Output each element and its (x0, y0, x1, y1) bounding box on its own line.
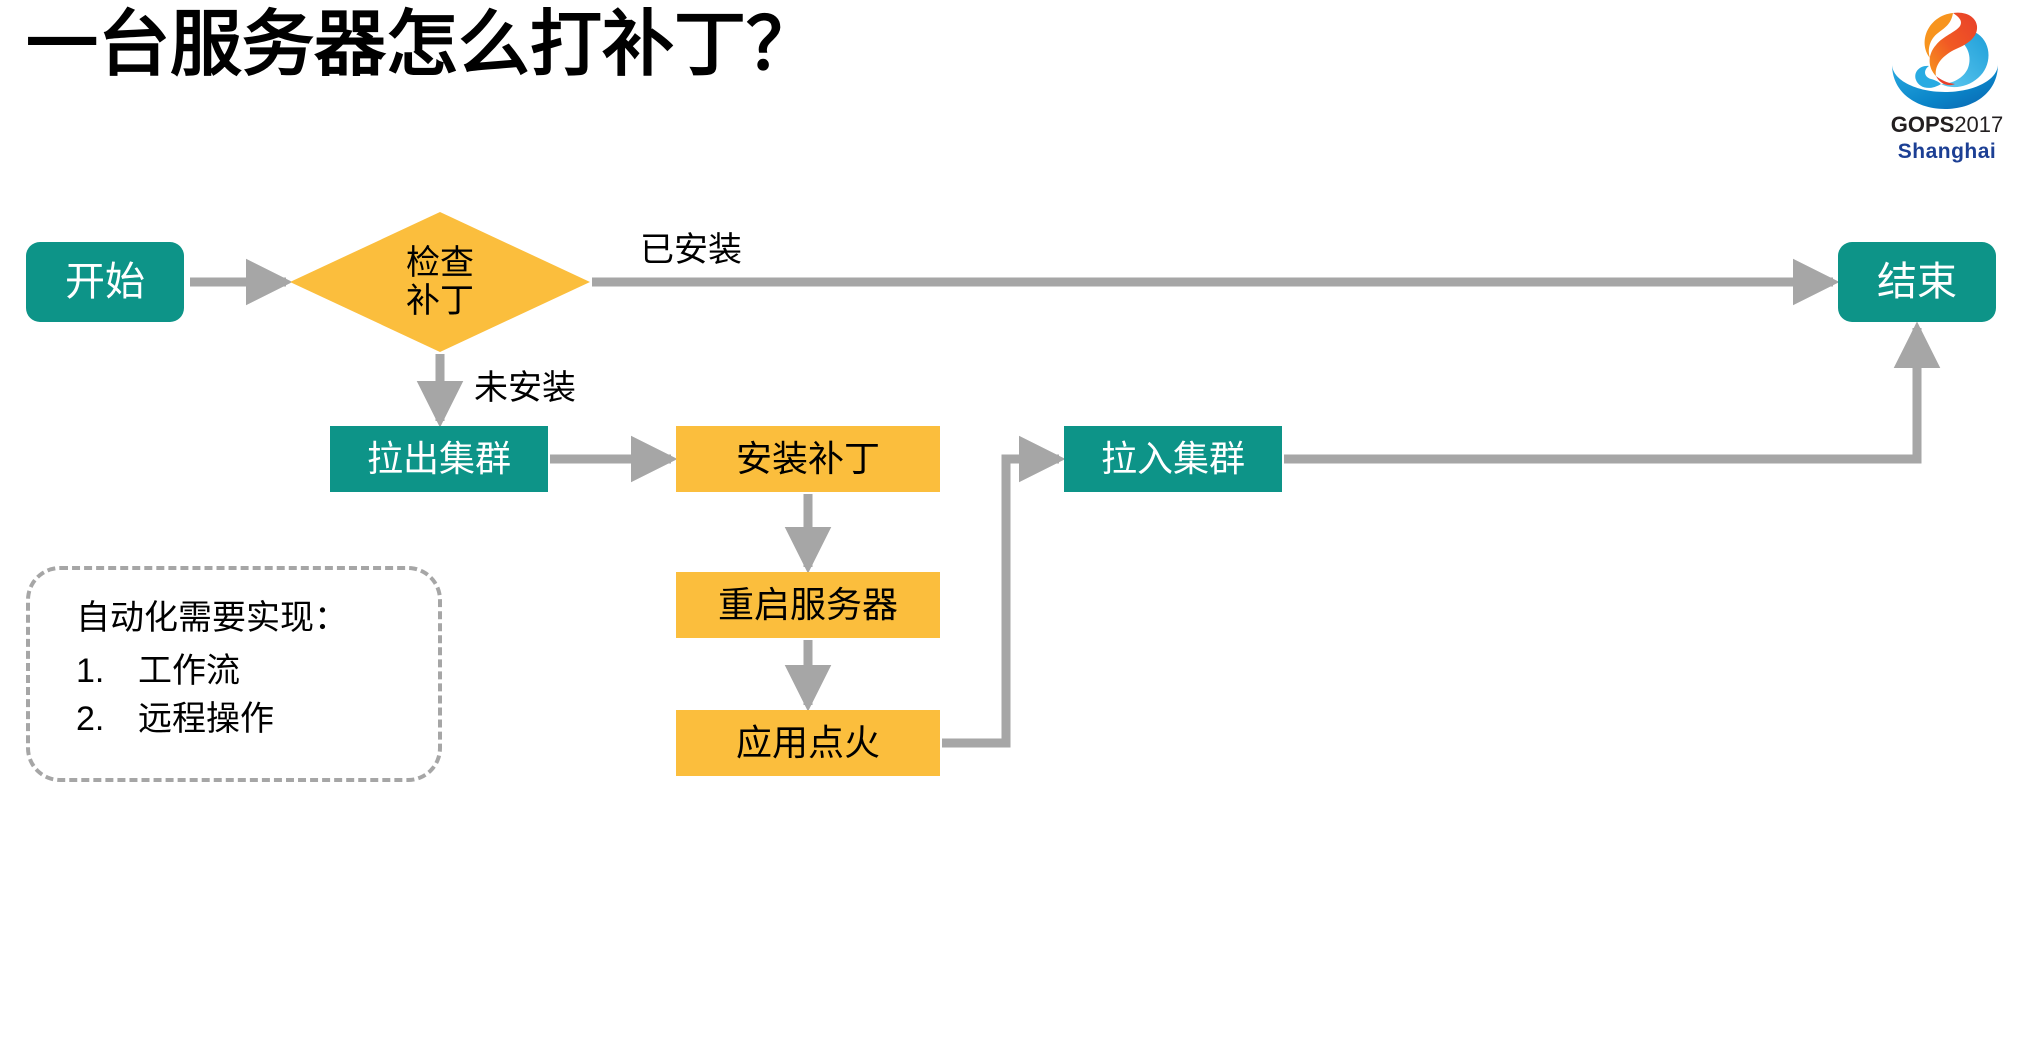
flow-node-end[interactable]: 结束 (1838, 242, 1996, 322)
note-item-number: 1. (76, 651, 105, 690)
diamond-label: 检查 补丁 (290, 212, 590, 352)
edge-pullin-to-end (1284, 321, 1941, 464)
logo-city-text: Shanghai (1897, 140, 1997, 163)
flow-node-install[interactable]: 安装补丁 (676, 426, 940, 492)
note-list-item: 1. 工作流 (76, 647, 408, 695)
gops-logo: GOPS2017 Shanghai (1872, 8, 2022, 168)
logo-brand-text: GOPS2017 (1872, 112, 2022, 138)
note-list-item: 2. 远程操作 (76, 695, 408, 743)
page-title: 一台服务器怎么打补丁？ (26, 5, 819, 85)
flow-node-pull-out[interactable]: 拉出集群 (330, 426, 548, 492)
flow-node-check-patch[interactable]: 检查 补丁 (290, 212, 590, 352)
flow-node-pull-in[interactable]: 拉入集群 (1064, 426, 1282, 492)
flow-node-ignite[interactable]: 应用点火 (676, 710, 940, 776)
flow-node-start[interactable]: 开始 (26, 242, 184, 322)
diamond-label-line2: 补丁 (406, 282, 474, 320)
note-item-text: 工作流 (138, 651, 240, 690)
note-item-text: 远程操作 (138, 700, 274, 739)
gops-logo-mark (1892, 12, 1998, 109)
diamond-label-line1: 检查 (406, 243, 474, 282)
edge-label-not-installed: 未安装 (474, 369, 576, 407)
logo-brand: GOPS (1890, 112, 1955, 137)
note-title: 自动化需要实现： (76, 599, 348, 637)
flow-node-reboot[interactable]: 重启服务器 (676, 572, 940, 638)
edge-label-installed: 已安装 (640, 231, 742, 269)
note-item-number: 2. (76, 700, 105, 739)
logo-year: 2017 (1954, 112, 2004, 137)
edge-ignite-to-pullin (942, 435, 1066, 748)
note-box: 自动化需要实现： 1. 工作流 2. 远程操作 (26, 566, 442, 782)
note-list: 1. 工作流 2. 远程操作 (76, 647, 408, 744)
